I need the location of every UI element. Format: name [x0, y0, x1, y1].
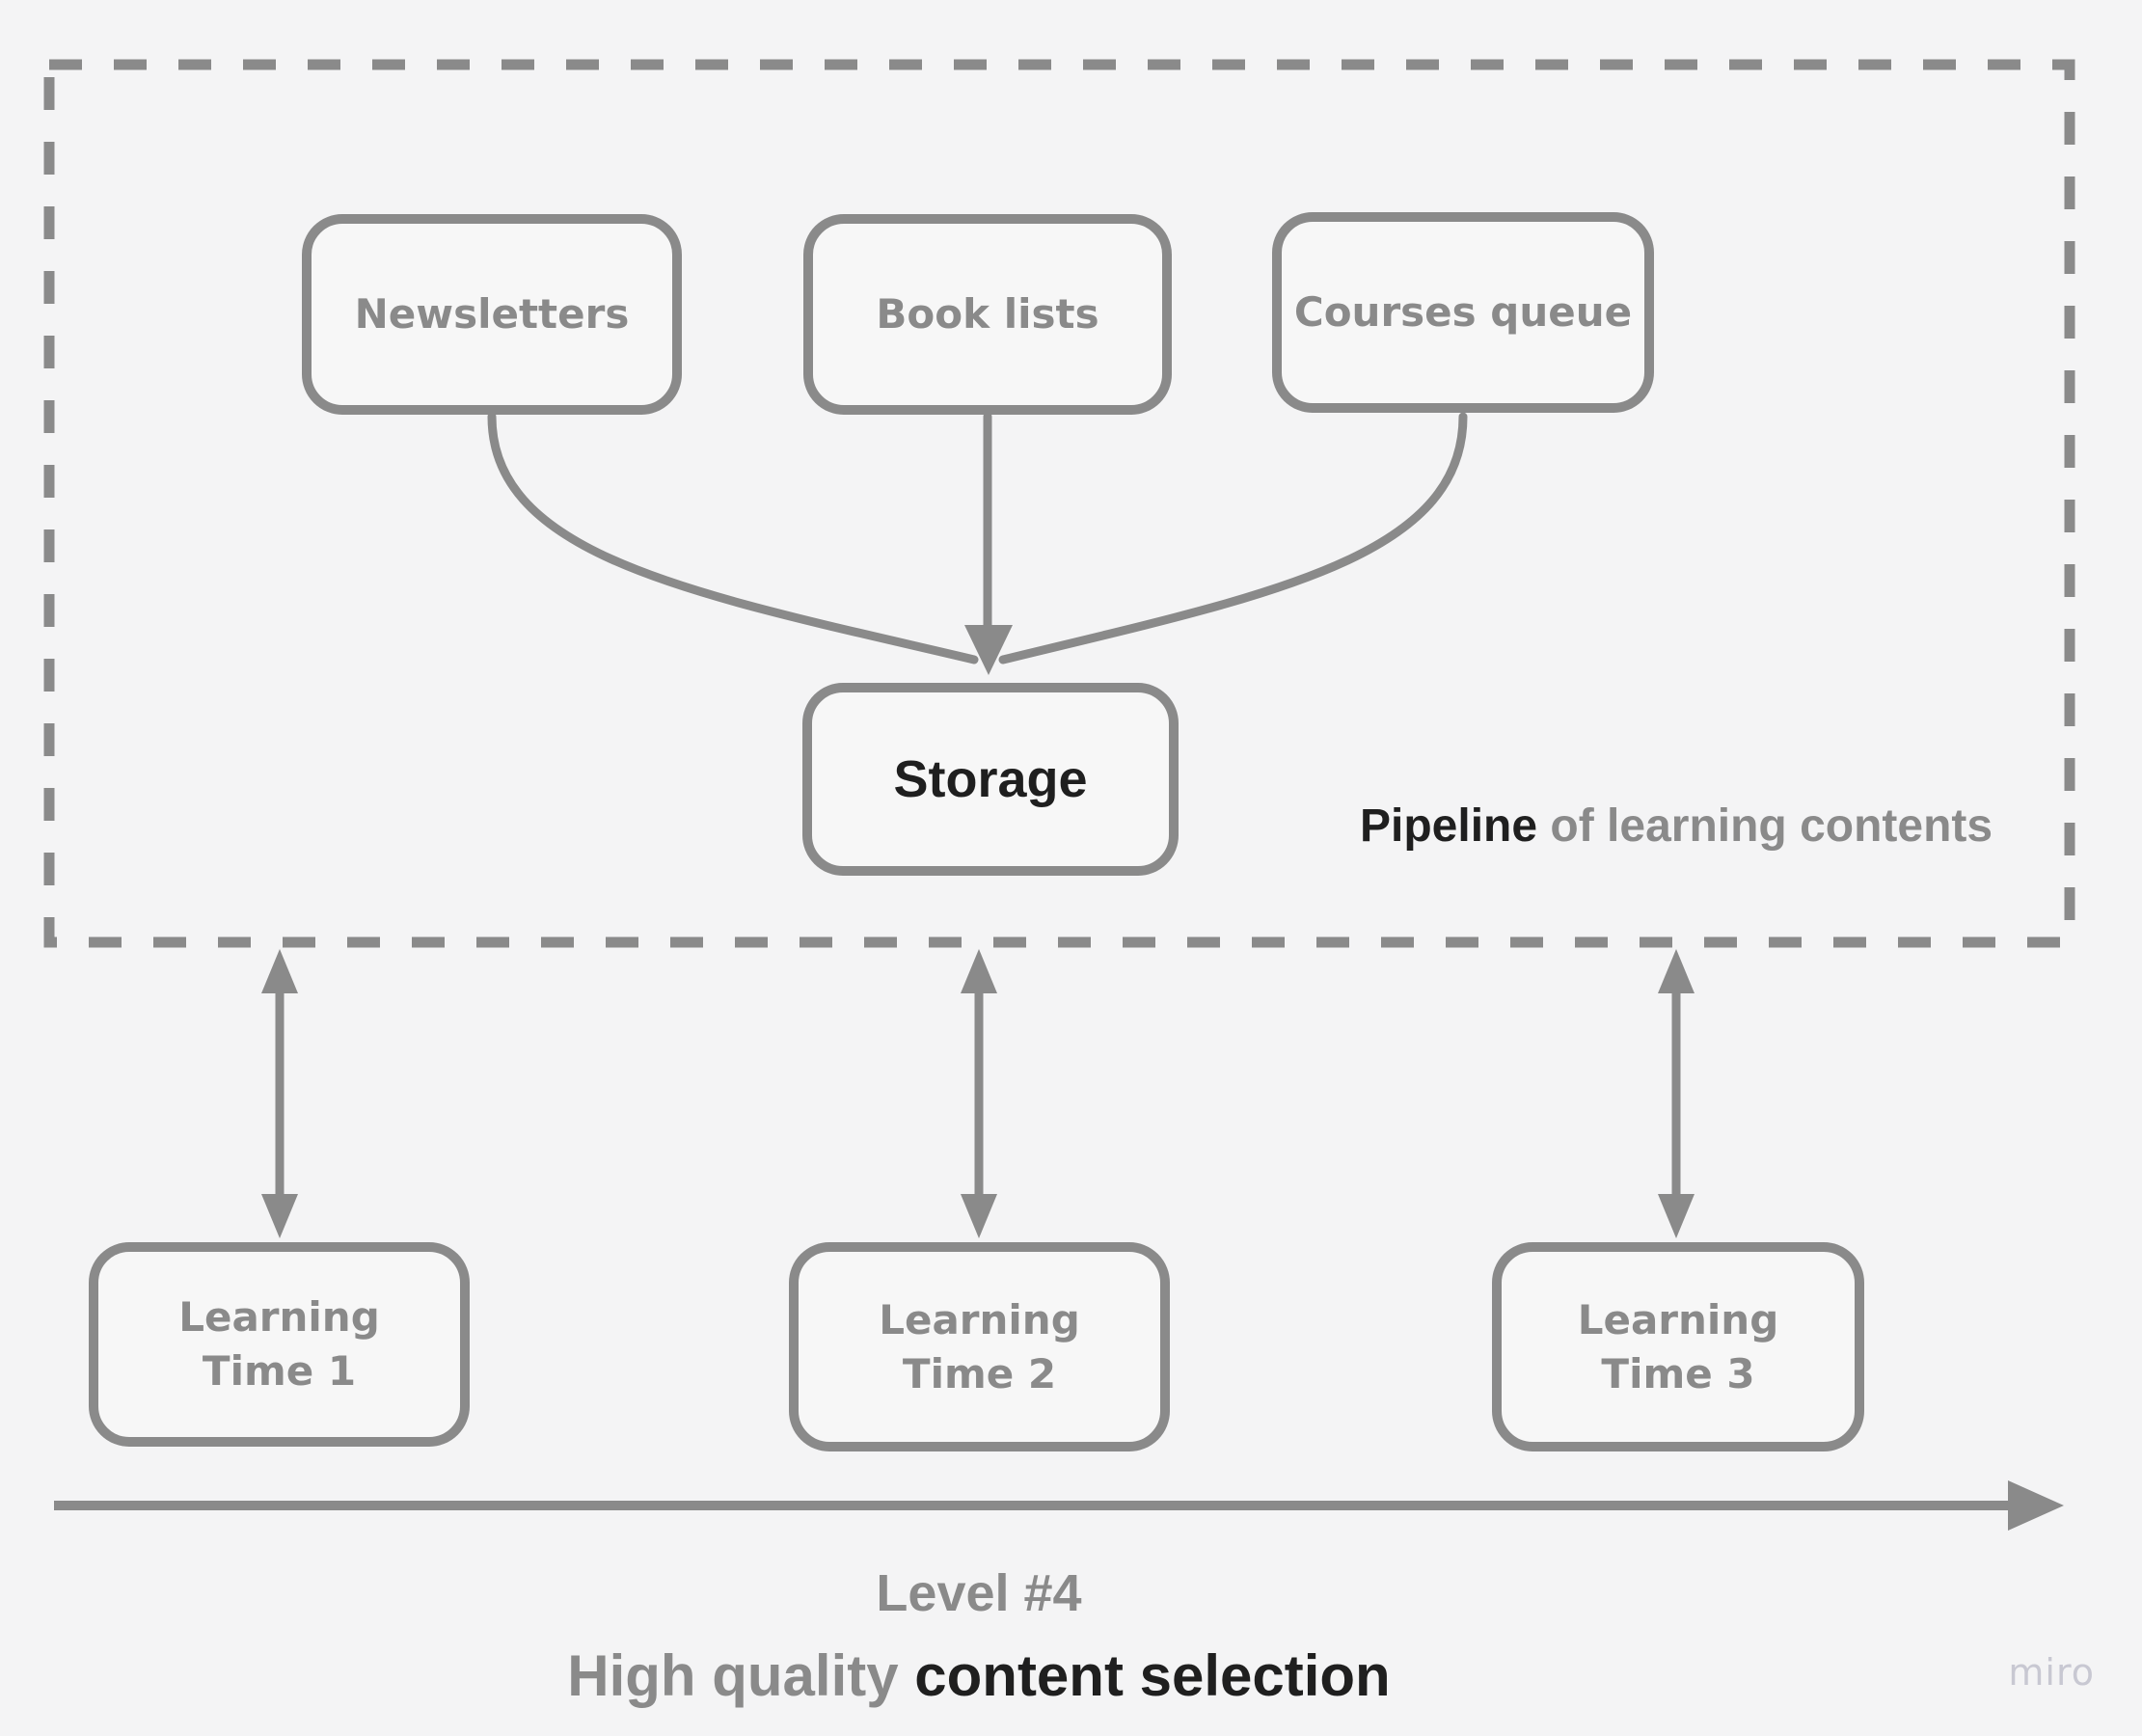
shape-label: Learning Time 3 [1577, 1295, 1779, 1397]
connector-courses-storage[interactable] [998, 412, 1468, 665]
shape-learning-time-1[interactable]: Learning Time 1 [89, 1242, 470, 1447]
shape-label: Learning Time 2 [879, 1295, 1080, 1397]
shape-label: Learning Time 1 [178, 1293, 380, 1395]
arrowhead-up-icon [261, 949, 298, 993]
double-arrow-learning-time-1[interactable] [261, 949, 298, 1238]
pipeline-caption-bold: Pipeline [1360, 800, 1538, 852]
shape-label: Book lists [876, 290, 1099, 338]
level-caption[interactable]: Level #4 [876, 1564, 1082, 1622]
double-arrow-learning-time-3[interactable] [1658, 949, 1695, 1238]
miro-watermark: miro [2008, 1651, 2095, 1694]
arrowhead-down-icon [961, 1194, 997, 1238]
arrowhead-right-icon [2008, 1480, 2064, 1531]
arrowhead-down-icon [1658, 1194, 1695, 1238]
arrowhead-up-icon [961, 949, 997, 993]
shape-learning-time-2[interactable]: Learning Time 2 [789, 1242, 1170, 1451]
quality-caption-dark: content selection [914, 1643, 1391, 1708]
shape-book-lists[interactable]: Book lists [803, 214, 1172, 415]
shape-label: Storage [893, 750, 1088, 808]
pipeline-group-frame[interactable] [43, 59, 2075, 948]
connector-newsletters-storage[interactable] [487, 412, 979, 665]
quality-caption-gray: High quality [567, 1643, 915, 1708]
shape-storage[interactable]: Storage [802, 683, 1179, 876]
arrowhead-up-icon [1658, 949, 1695, 993]
double-arrow-learning-time-2[interactable] [961, 949, 997, 1238]
timeline-arrow[interactable] [54, 1480, 2064, 1531]
pipeline-caption-rest: of learning contents [1537, 800, 1993, 852]
quality-caption[interactable]: High quality content selection [0, 1641, 1958, 1711]
shape-label: Newsletters [354, 290, 630, 338]
shape-newsletters[interactable]: Newsletters [302, 214, 682, 415]
shape-label: Courses queue [1293, 288, 1633, 336]
pipeline-caption[interactable]: Pipeline of learning contents [1360, 799, 1993, 854]
shape-learning-time-3[interactable]: Learning Time 3 [1492, 1242, 1864, 1451]
arrowhead-into-storage-icon [964, 625, 1013, 675]
shape-courses-queue[interactable]: Courses queue [1272, 212, 1654, 413]
arrowhead-down-icon [261, 1194, 298, 1238]
